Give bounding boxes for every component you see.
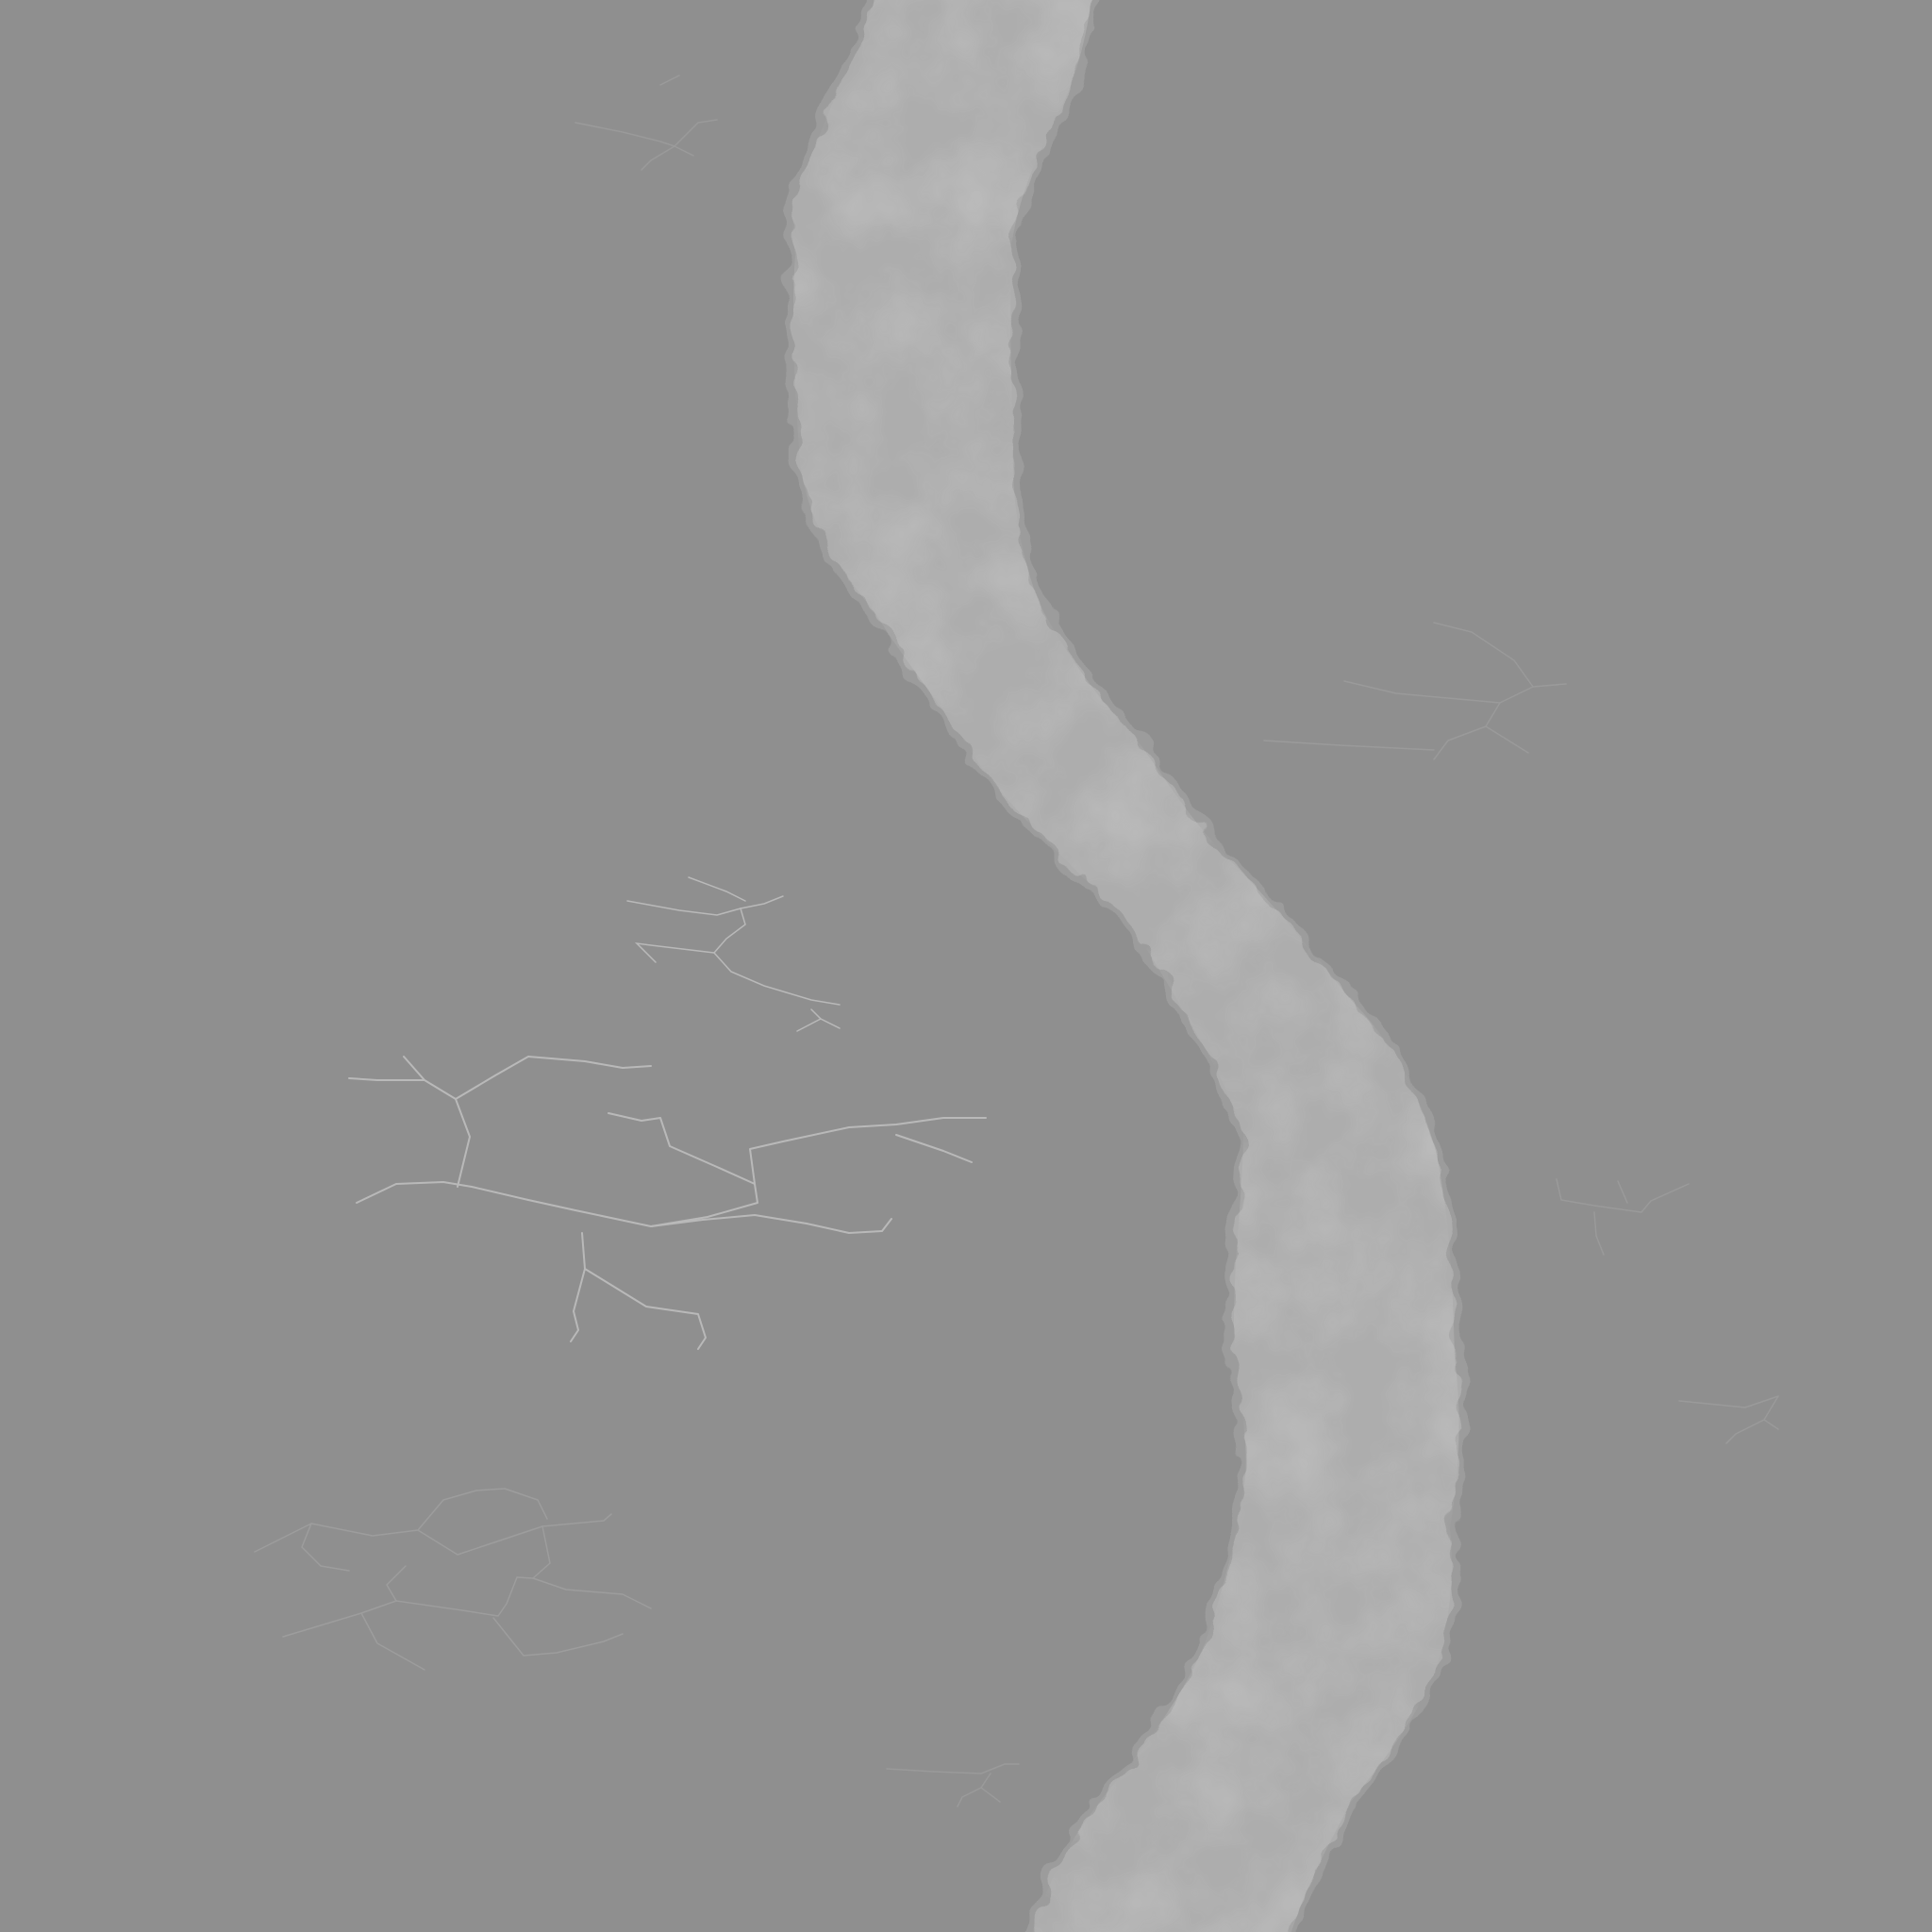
crack-line [575,122,699,147]
crack-cluster-upper-middle [626,876,841,1032]
path-mottle [792,0,1459,1932]
crack-line [301,1523,350,1572]
crack-line [713,952,841,1006]
crack-line [1433,622,1534,688]
crack-line [1617,1180,1628,1204]
crack-line [688,876,746,902]
crack-line [417,1488,548,1531]
crack-line [455,1098,471,1188]
crack-line [570,1268,586,1342]
crack-line [532,1577,652,1609]
crack-line [650,1183,758,1227]
crack-line [659,75,680,86]
crack-cluster-center [348,1056,987,1350]
crack-line [1556,1178,1690,1213]
crack-line [386,1565,407,1602]
crack-line [957,1773,991,1807]
crack-line [1763,1419,1779,1430]
crack-line [455,1056,652,1100]
crack-line [796,1018,822,1032]
crack-line [713,908,746,954]
crack-line [360,1612,425,1671]
crack-line [608,1112,987,1185]
crack-line [348,1077,425,1081]
crack-line [581,1232,707,1350]
path-mottling [792,0,1459,1932]
crack-line [1433,702,1501,760]
crack-line [634,941,715,963]
crack-line [1593,1211,1605,1256]
crack-cluster-faint [575,75,1779,1807]
crack-line [492,1617,624,1657]
crack-line [674,145,694,157]
crack-line [1678,1395,1779,1408]
crack-line [886,1763,1020,1774]
crack-line [282,1525,551,1638]
crack-line [1485,725,1529,754]
crack-line [626,900,741,916]
crack-line [1725,1395,1779,1444]
crack-line [1263,740,1435,751]
crack-cluster-lower-left [254,1488,652,1671]
crack-line [980,1787,1001,1803]
crack-line [740,895,784,909]
crack-line [895,1134,973,1163]
crack-line [541,1513,612,1527]
crack-line [697,119,718,124]
crack-line [641,145,675,171]
